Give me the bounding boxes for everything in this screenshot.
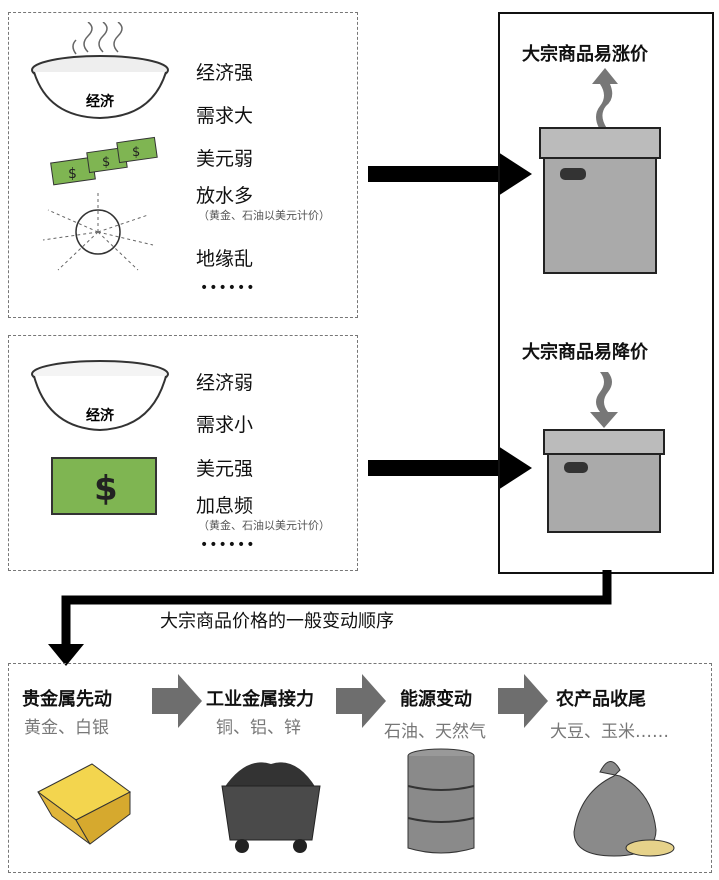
bowl-label: 经济 bbox=[86, 407, 115, 424]
oil-barrel-icon bbox=[407, 748, 475, 854]
stage-industrial-metals-title: 工业金属接力 bbox=[206, 689, 314, 710]
ellipsis: •••••• bbox=[200, 280, 256, 296]
sequence-box bbox=[8, 663, 712, 873]
stage-industrial-metals-examples: 铜、铝、锌 bbox=[216, 718, 301, 738]
commodity-box-up-icon bbox=[539, 68, 661, 274]
svg-text:$: $ bbox=[94, 469, 118, 509]
factor-high-demand: 需求大 bbox=[196, 105, 254, 127]
ore-cart-icon bbox=[221, 762, 321, 853]
pricing-note: （黄金、石油以美元计价） bbox=[198, 519, 330, 532]
dollar-bills-icon: $ $ $ bbox=[50, 136, 158, 186]
arrow-to-rise bbox=[368, 152, 532, 196]
arrow-to-fall bbox=[368, 446, 532, 490]
gold-bar-icon bbox=[37, 763, 131, 845]
cold-economy-bowl-icon: 经济 bbox=[31, 360, 169, 432]
factor-low-demand: 需求小 bbox=[196, 414, 254, 436]
factor-easy-money: 放水多 bbox=[196, 185, 254, 207]
sequence-connector-arrow bbox=[48, 570, 612, 666]
explosion-icon bbox=[42, 190, 154, 271]
svg-text:$: $ bbox=[102, 155, 110, 170]
stage-precious-metals-title: 贵金属先动 bbox=[22, 689, 112, 710]
bearish-factors-box bbox=[8, 335, 358, 571]
stage-precious-metals-examples: 黄金、白银 bbox=[24, 718, 109, 738]
commodity-box-down-icon bbox=[543, 372, 665, 533]
gray-arrow-3 bbox=[498, 674, 548, 728]
fall-title: 大宗商品易降价 bbox=[522, 342, 648, 363]
factor-geopolitics: 地缘乱 bbox=[196, 248, 254, 270]
factor-strong-dollar: 美元强 bbox=[196, 458, 254, 480]
hot-economy-bowl-icon: 经济 bbox=[31, 22, 169, 120]
stage-agriculture-examples: 大豆、玉米…… bbox=[550, 722, 669, 742]
stage-agriculture-title: 农产品收尾 bbox=[556, 689, 646, 710]
stage-energy-examples: 石油、天然气 bbox=[384, 722, 486, 742]
bullish-factors-box bbox=[8, 12, 358, 318]
rise-title: 大宗商品易涨价 bbox=[522, 44, 648, 65]
factor-strong-economy: 经济强 bbox=[196, 62, 254, 84]
bowl-label: 经济 bbox=[86, 93, 115, 110]
pricing-note: （黄金、石油以美元计价） bbox=[198, 209, 330, 222]
gray-arrow-2 bbox=[336, 674, 386, 728]
stage-energy-title: 能源变动 bbox=[400, 689, 472, 710]
svg-text:$: $ bbox=[132, 145, 140, 160]
factor-rate-hikes: 加息频 bbox=[196, 495, 254, 517]
svg-text:$: $ bbox=[68, 166, 77, 182]
grain-sack-icon bbox=[573, 761, 675, 857]
ellipsis: •••••• bbox=[200, 537, 256, 553]
sequence-label: 大宗商品价格的一般变动顺序 bbox=[160, 611, 394, 632]
dollar-bill-icon: $ bbox=[51, 457, 157, 515]
factor-weak-dollar: 美元弱 bbox=[196, 148, 254, 170]
gray-arrow-1 bbox=[152, 674, 202, 728]
factor-weak-economy: 经济弱 bbox=[196, 372, 254, 394]
